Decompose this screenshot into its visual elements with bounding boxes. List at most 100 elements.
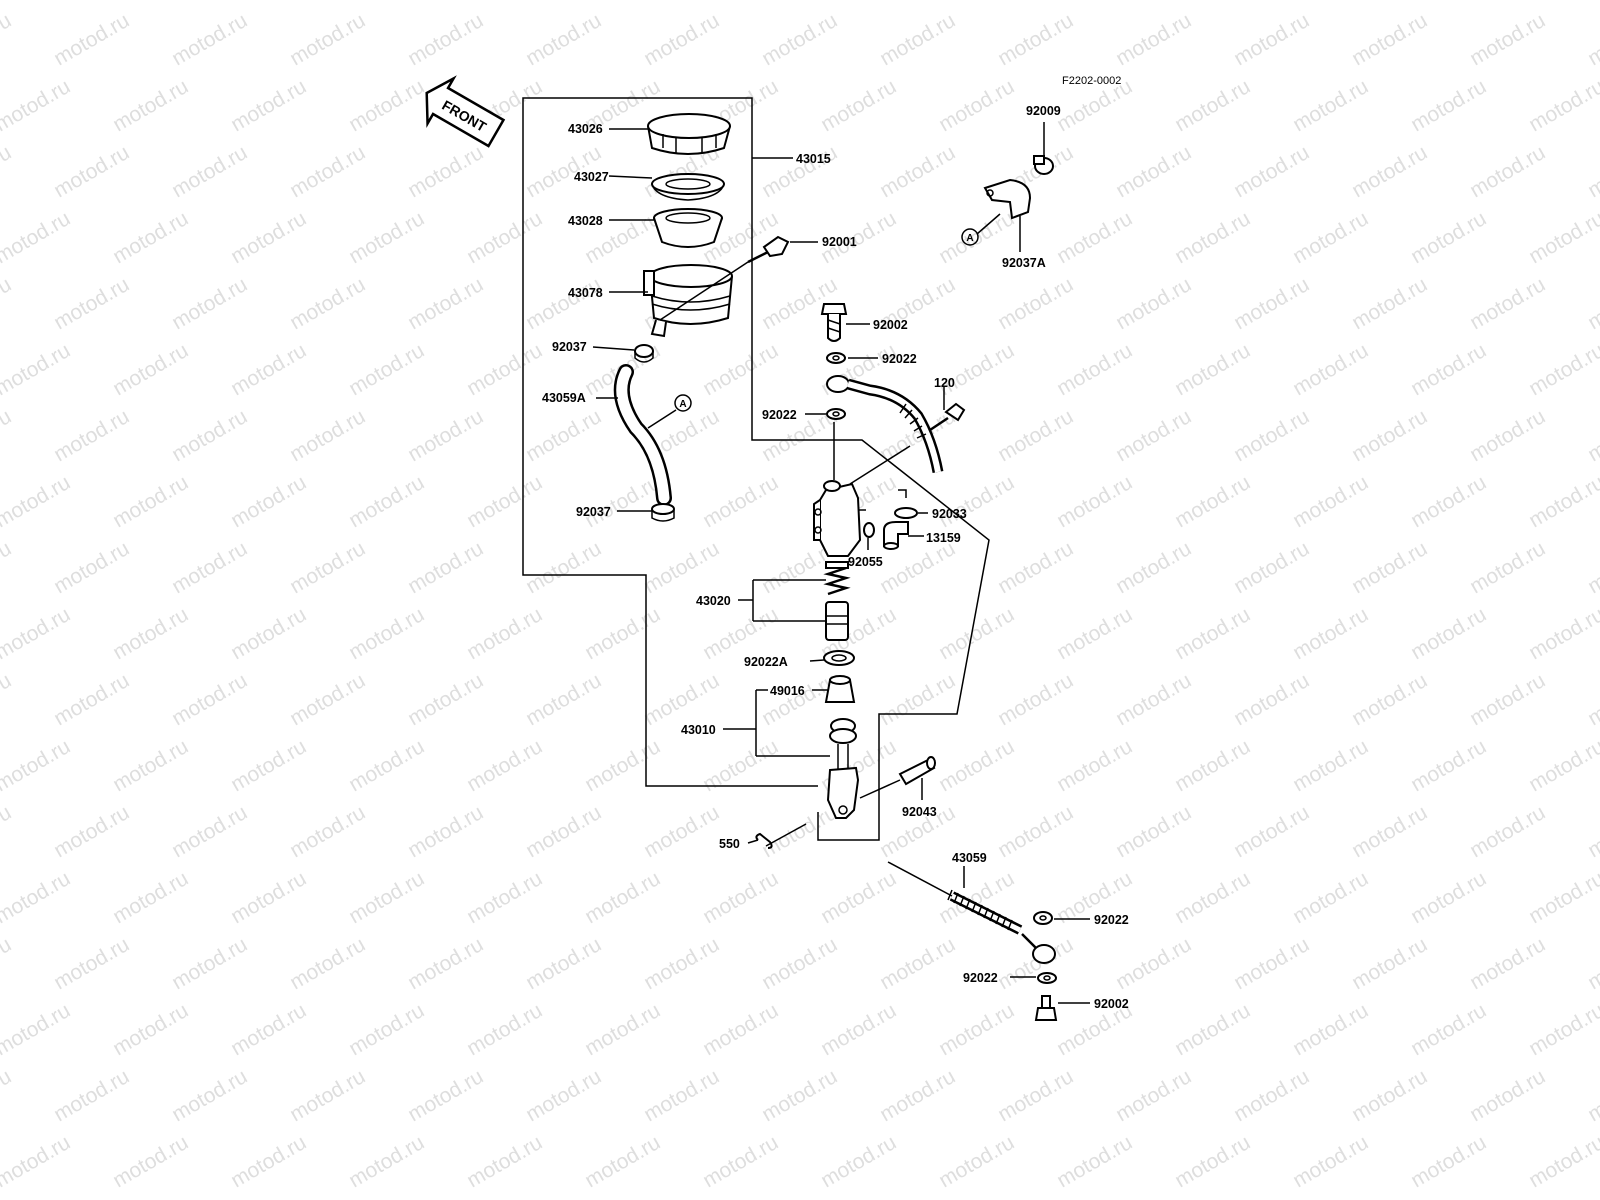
watermark-text: motod.ru bbox=[935, 735, 1018, 796]
watermark-text: motod.ru bbox=[1407, 339, 1490, 400]
watermark-text: motod.ru bbox=[758, 1065, 841, 1126]
watermark-text: motod.ru bbox=[0, 933, 15, 994]
watermark-text: motod.ru bbox=[876, 1065, 959, 1126]
watermark-text: motod.ru bbox=[50, 405, 133, 466]
watermark-text: motod.ru bbox=[1466, 9, 1549, 70]
watermark-text: motod.ru bbox=[817, 0, 900, 4]
watermark-text: motod.ru bbox=[286, 669, 369, 730]
banjo-bolt-bottom bbox=[1034, 995, 1058, 1021]
watermark-text: motod.ru bbox=[1525, 1131, 1600, 1192]
label-43028: 43028 bbox=[568, 214, 603, 228]
watermark-text: motod.ru bbox=[935, 471, 1018, 532]
watermark-text: motod.ru bbox=[227, 0, 310, 4]
watermark-text: motod.ru bbox=[286, 1065, 369, 1126]
figure-code: F2202-0002 bbox=[1062, 75, 1121, 87]
watermark-text: motod.ru bbox=[640, 9, 723, 70]
watermark-text: motod.ru bbox=[640, 1065, 723, 1126]
label-92022-c: 92022 bbox=[1094, 913, 1129, 927]
watermark-text: motod.ru bbox=[345, 471, 428, 532]
label-92033: 92033 bbox=[932, 507, 967, 521]
watermark-text: motod.ru bbox=[699, 999, 782, 1060]
label-92009: 92009 bbox=[1026, 104, 1061, 118]
watermark-text: motod.ru bbox=[1171, 471, 1254, 532]
watermark-text: motod.ru bbox=[109, 207, 192, 268]
label-92022a: 92022A bbox=[744, 655, 788, 669]
watermark-text: motod.ru bbox=[345, 1131, 428, 1192]
watermark-text: motod.ru bbox=[1289, 207, 1372, 268]
watermark-text: motod.ru bbox=[0, 339, 74, 400]
watermark-text: motod.ru bbox=[1171, 1131, 1254, 1192]
watermark-text: motod.ru bbox=[1112, 1065, 1195, 1126]
watermark-text: motod.ru bbox=[699, 867, 782, 928]
label-92043: 92043 bbox=[902, 805, 937, 819]
watermark-text: motod.ru bbox=[1348, 537, 1431, 598]
watermark-text: motod.ru bbox=[1407, 735, 1490, 796]
watermark-text: motod.ru bbox=[1525, 999, 1600, 1060]
watermark-text: motod.ru bbox=[1407, 867, 1490, 928]
watermark-text: motod.ru bbox=[1584, 933, 1600, 994]
watermark-text: motod.ru bbox=[0, 75, 74, 136]
brake-hose-upper bbox=[826, 375, 944, 474]
watermark-text: motod.ru bbox=[817, 1131, 900, 1192]
watermark-text: motod.ru bbox=[345, 207, 428, 268]
watermark-text: motod.ru bbox=[1112, 405, 1195, 466]
dust-boot bbox=[824, 675, 856, 703]
push-rod-assembly bbox=[826, 718, 860, 819]
watermark-text: motod.ru bbox=[1112, 933, 1195, 994]
watermark-text: motod.ru bbox=[168, 669, 251, 730]
watermark-text: motod.ru bbox=[168, 9, 251, 70]
watermark-text: motod.ru bbox=[109, 1131, 192, 1192]
watermark-text: motod.ru bbox=[699, 0, 782, 4]
watermark-text: motod.ru bbox=[1466, 141, 1549, 202]
watermark-text: motod.ru bbox=[286, 405, 369, 466]
watermark-text: motod.ru bbox=[640, 801, 723, 862]
watermark-text: motod.ru bbox=[1466, 273, 1549, 334]
watermark-text: motod.ru bbox=[1348, 405, 1431, 466]
watermark-text: motod.ru bbox=[463, 207, 546, 268]
watermark-text: motod.ru bbox=[817, 999, 900, 1060]
watermark-text: motod.ru bbox=[345, 867, 428, 928]
watermark-text: motod.ru bbox=[1053, 603, 1136, 664]
watermark-text: motod.ru bbox=[581, 471, 664, 532]
label-92002-bottom: 92002 bbox=[1094, 997, 1129, 1011]
watermark-text: motod.ru bbox=[758, 933, 841, 994]
watermark-text: motod.ru bbox=[1525, 735, 1600, 796]
watermark-text: motod.ru bbox=[1525, 0, 1600, 4]
watermark-text: motod.ru bbox=[1112, 9, 1195, 70]
reservoir-cap bbox=[647, 113, 731, 155]
watermark-text: motod.ru bbox=[1053, 339, 1136, 400]
watermark-text: motod.ru bbox=[50, 273, 133, 334]
watermark-text: motod.ru bbox=[1525, 207, 1600, 268]
label-43015: 43015 bbox=[796, 152, 831, 166]
watermark-text: motod.ru bbox=[0, 471, 74, 532]
watermark-text: motod.ru bbox=[227, 1131, 310, 1192]
watermark-text: motod.ru bbox=[1112, 669, 1195, 730]
watermark-text: motod.ru bbox=[345, 603, 428, 664]
brake-hose-lower bbox=[887, 861, 1056, 964]
watermark-text: motod.ru bbox=[404, 405, 487, 466]
washer-92022a bbox=[823, 650, 855, 666]
watermark-text: motod.ru bbox=[0, 537, 15, 598]
watermark-text: motod.ru bbox=[1348, 273, 1431, 334]
watermark-text: motod.ru bbox=[1348, 9, 1431, 70]
label-92001: 92001 bbox=[822, 235, 857, 249]
watermark-text: motod.ru bbox=[522, 669, 605, 730]
watermark-text: motod.ru bbox=[1466, 537, 1549, 598]
reservoir-bolt bbox=[747, 235, 790, 264]
part-labels: 43026 43027 43028 43078 92037 43059A 920… bbox=[542, 104, 1129, 1011]
watermark-text: motod.ru bbox=[1584, 1065, 1600, 1126]
watermark-text: motod.ru bbox=[1525, 867, 1600, 928]
cotter-pin bbox=[755, 823, 807, 849]
watermark-text: motod.ru bbox=[227, 339, 310, 400]
watermark-text: motod.ru bbox=[109, 735, 192, 796]
watermark-text: motod.ru bbox=[935, 339, 1018, 400]
label-92037a: 92037A bbox=[1002, 256, 1046, 270]
watermark-text: motod.ru bbox=[0, 801, 15, 862]
o-ring bbox=[863, 522, 875, 538]
watermark-text: motod.ru bbox=[463, 867, 546, 928]
watermark-text: motod.ru bbox=[1584, 405, 1600, 466]
label-43078: 43078 bbox=[568, 286, 603, 300]
label-92022-a: 92022 bbox=[882, 352, 917, 366]
label-92022-b: 92022 bbox=[762, 408, 797, 422]
watermark-text: motod.ru bbox=[1348, 801, 1431, 862]
